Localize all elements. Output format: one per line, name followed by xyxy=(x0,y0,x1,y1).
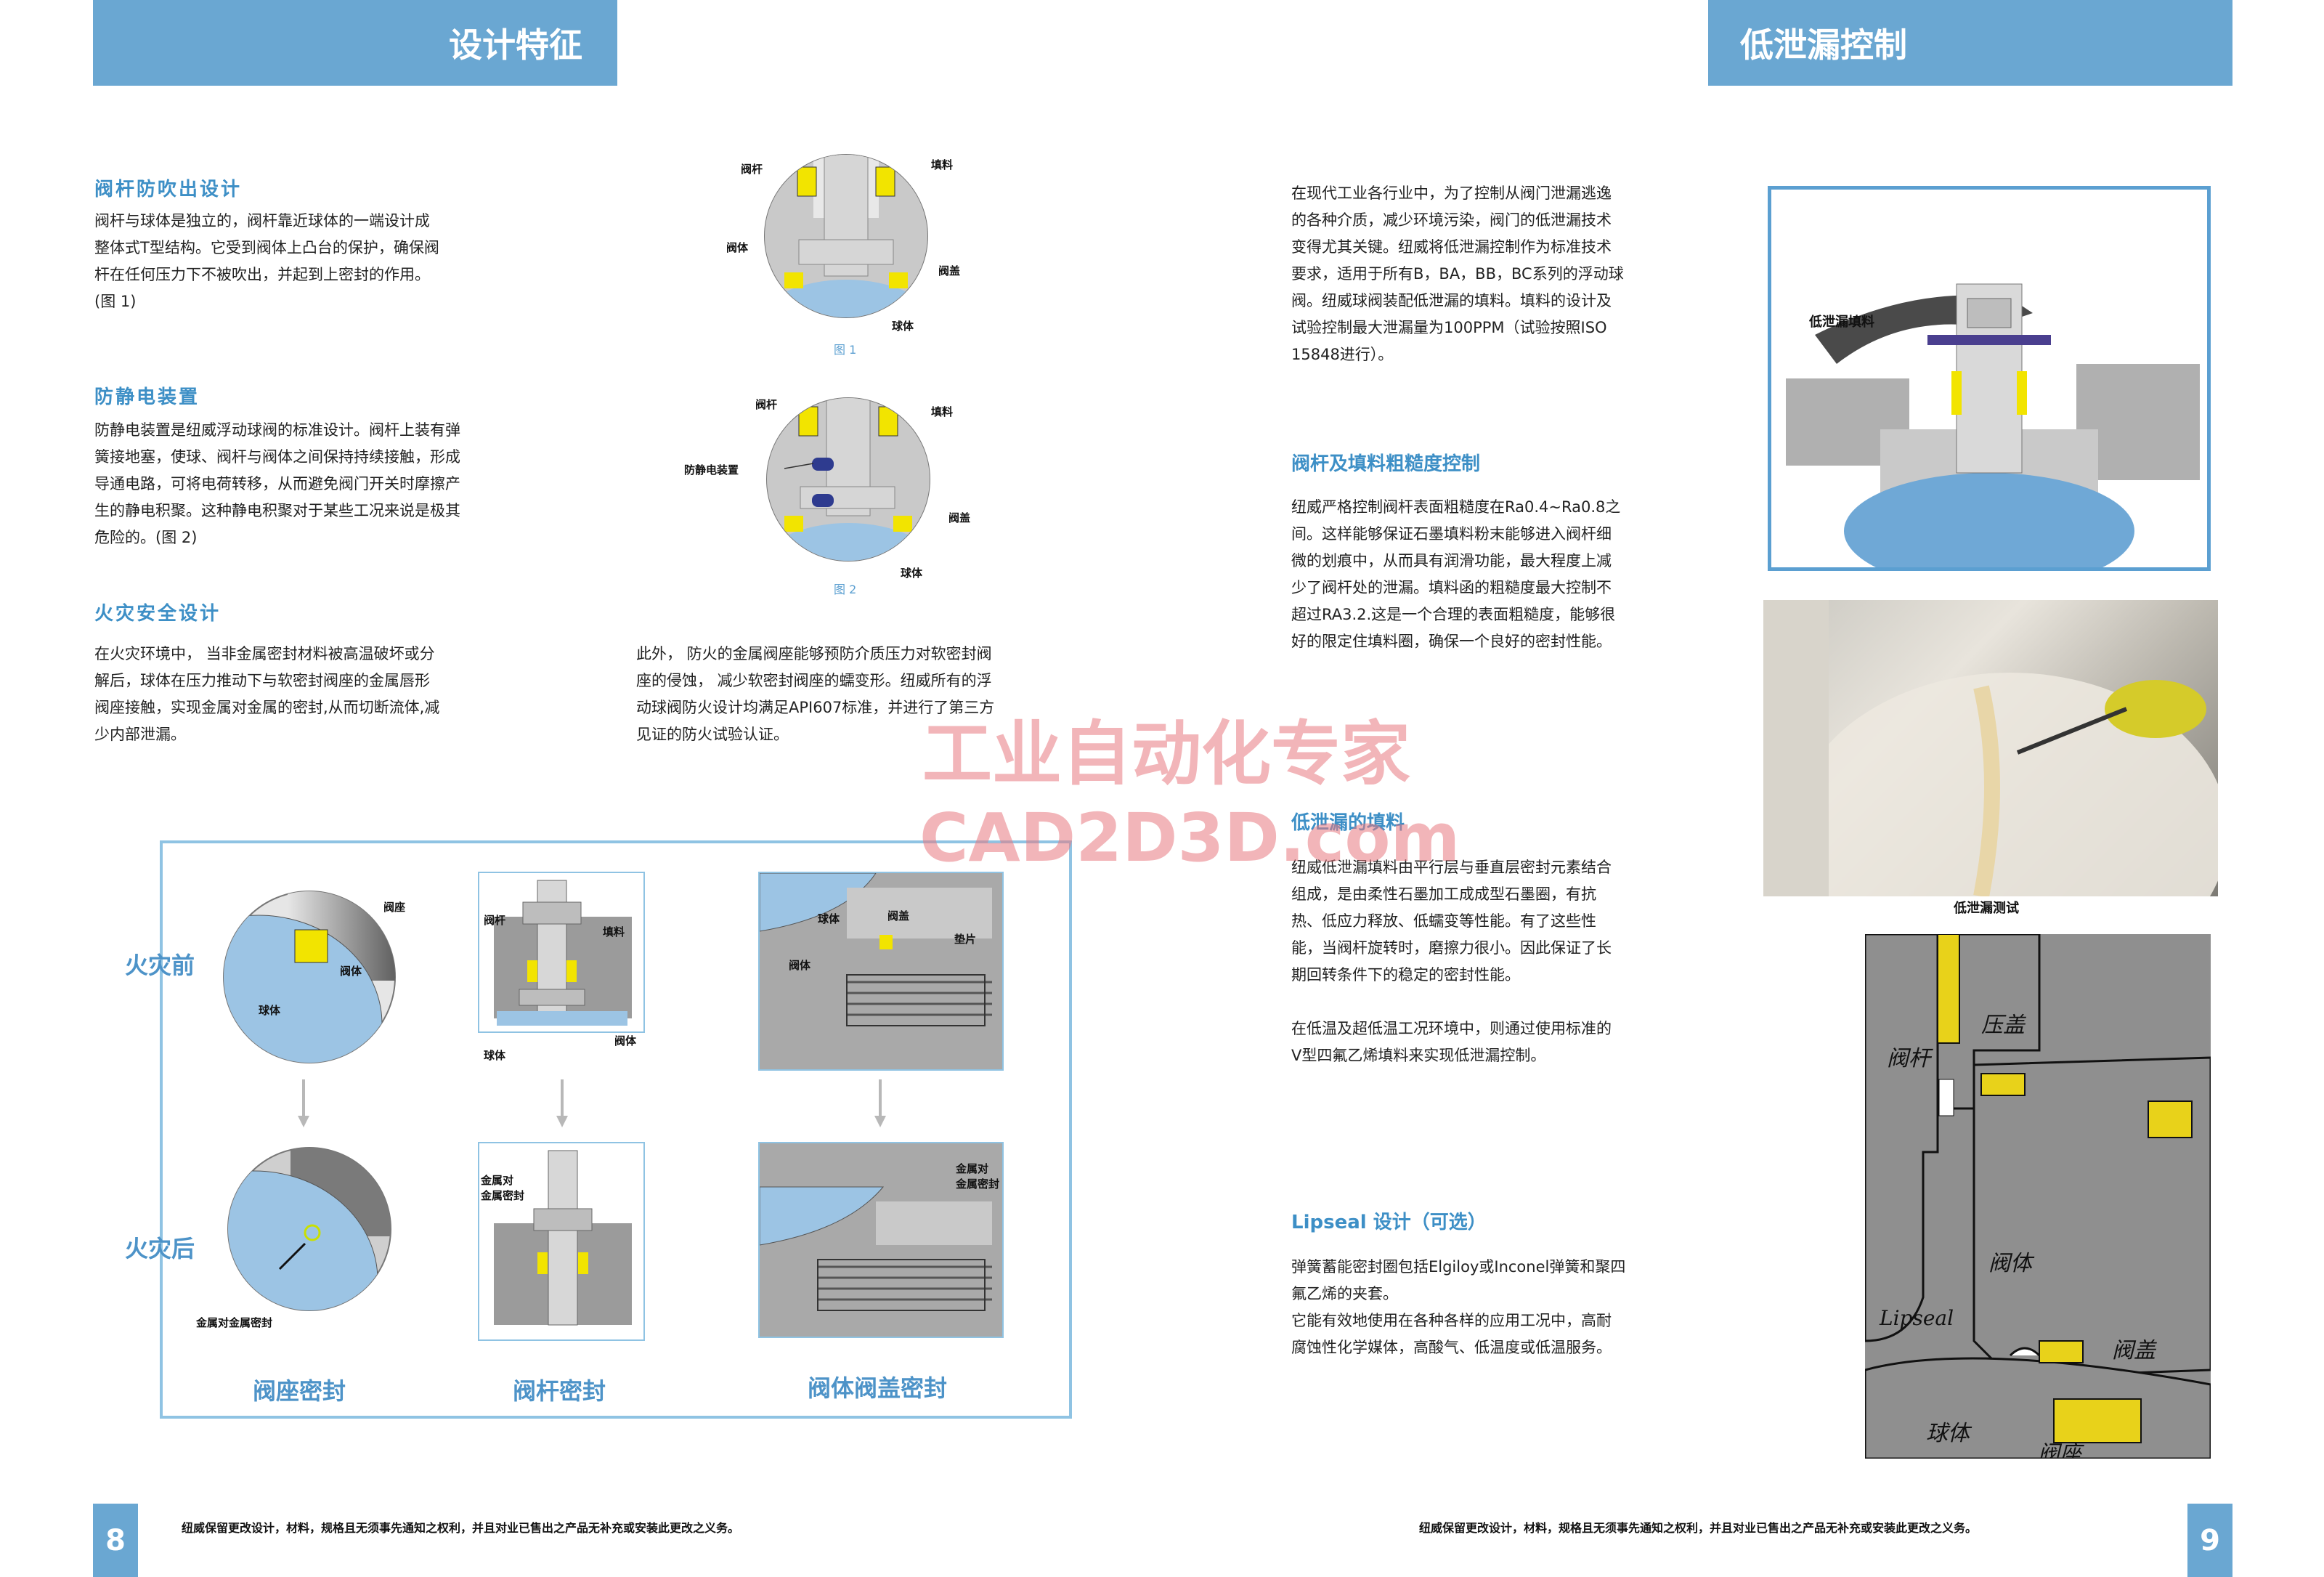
left-banner: 设计特征 xyxy=(93,0,617,86)
row-label-after-fire: 火灾后 xyxy=(125,1235,195,1262)
fig1-label-stem: 阀杆 xyxy=(741,163,763,176)
watermark-line1: 工业自动化专家 xyxy=(922,713,1410,795)
fig1-caption: 图 1 xyxy=(834,343,857,357)
stem-seal-after: 金属对 金属密封 xyxy=(478,1142,645,1341)
fig2-label-antistatic: 防静电装置 xyxy=(684,463,739,477)
seat-before-drawing xyxy=(223,891,396,1063)
fig2-label-packing: 填料 xyxy=(931,405,954,418)
seat-before-label-seat: 阀座 xyxy=(383,901,406,914)
fig2-label-bonnet: 阀盖 xyxy=(948,511,971,524)
section-body-antistatic: 防静电装置是纽威浮动球阀的标准设计。阀杆上装有弹 簧接地塞，使球、阀杆与阀体之间… xyxy=(94,421,460,546)
stem-before-label-body: 阀体 xyxy=(614,1034,637,1047)
lipseal-cross-section: 压盖 阀杆 阀体 Lipseal 阀盖 球体 阀座 xyxy=(1865,934,2211,1459)
left-banner-title: 设计特征 xyxy=(449,25,582,65)
body-bonnet-seal-after: 金属对 金属密封 xyxy=(758,1142,1004,1338)
figure-1-drawing xyxy=(764,154,928,318)
seat-before-label-ball: 球体 xyxy=(259,1004,281,1017)
fig2-label-ball: 球体 xyxy=(901,567,923,580)
fig1-label-packing: 填料 xyxy=(931,158,954,171)
body-before-label-body: 阀体 xyxy=(789,959,811,972)
lipseal-label-gland: 压盖 xyxy=(1981,1013,2025,1038)
lipseal-label-seat: 阀座 xyxy=(2038,1441,2081,1459)
arrow-down-body xyxy=(873,1079,886,1130)
body-before-drawing xyxy=(759,872,1002,1069)
body-bonnet-seal-before: 球体 阀盖 垫片 阀体 xyxy=(758,872,1004,1071)
watermark-line2: CAD2D3D.com xyxy=(919,799,1460,877)
fig1-label-ball: 球体 xyxy=(892,320,914,333)
low-leak-test-photo xyxy=(1763,600,2218,896)
section-title-roughness: 阀杆及填料粗糙度控制 xyxy=(1291,453,1481,475)
figure-2-drawing xyxy=(766,397,930,562)
footer-right: 纽威保留更改设计，材料，规格且无须事先通知之权利，并且对业已售出之产品无补充或安… xyxy=(1419,1521,1978,1535)
section-body-lipseal: 弹簧蓄能密封圈包括Elgiloy或Inconel弹簧和聚四 氟乙烯的夹套。 它能… xyxy=(1291,1258,1626,1356)
lipseal-label-bonnet: 阀盖 xyxy=(2112,1338,2156,1363)
section-body-low-leak-packing: 纽威低泄漏填料由平行层与垂直层密封元素结合 组成，是由柔性石墨加工成成型石墨圈，… xyxy=(1291,859,1612,1064)
seat-after-label-metal: 金属对金属密封 xyxy=(196,1316,273,1329)
section-title-lipseal: Lipseal 设计（可选） xyxy=(1291,1212,1487,1233)
stem-after-label-metal: 金属对 金属密封 xyxy=(481,1174,525,1202)
body-before-label-ball: 球体 xyxy=(818,912,840,925)
seat-seal-after: 金属对金属密封 xyxy=(196,1142,414,1338)
section-title-low-leak-packing: 低泄漏的填料 xyxy=(1291,812,1405,834)
column-label-stem-seal: 阀杆密封 xyxy=(513,1377,606,1405)
body-before-label-gasket: 垫片 xyxy=(954,933,977,946)
page-number-left: 8 xyxy=(93,1504,138,1577)
lipseal-label-lipseal: Lipseal xyxy=(1880,1306,1954,1330)
stem-after-drawing xyxy=(494,1150,632,1326)
stem-before-label-ball: 球体 xyxy=(484,1049,506,1062)
seat-seal-before: 阀座 阀体 球体 xyxy=(215,886,418,1068)
right-banner-title: 低泄漏控制 xyxy=(1740,25,1907,65)
section-title-fire-safe: 火灾安全设计 xyxy=(94,603,222,625)
fig1-label-body: 阀体 xyxy=(726,241,749,254)
photo-caption-low-leak-test: 低泄漏测试 xyxy=(1954,901,2019,916)
leak-test-photo-drawing xyxy=(1763,600,2218,896)
lipseal-drawing xyxy=(1865,934,2211,1459)
right-intro: 在现代工业各行业中，为了控制从阀门泄漏逃逸 的各种介质，减少环境污染，阀门的低泄… xyxy=(1291,185,1624,363)
section-title-antistatic: 防静电装置 xyxy=(94,386,200,408)
section-body-fire-safe-cont: 此外， 防火的金属阀座能够预防介质压力对软密封阀 座的侵蚀， 减少软密封阀座的蠕… xyxy=(636,645,995,743)
valve-label-low-leak-packing: 低泄漏填料 xyxy=(1809,315,1874,330)
page-number-right: 9 xyxy=(2187,1504,2232,1577)
seat-before-label-body: 阀体 xyxy=(340,965,362,978)
row-label-before-fire: 火灾前 xyxy=(125,952,195,979)
lipseal-label-ball: 球体 xyxy=(1926,1421,1970,1446)
fig1-label-bonnet: 阀盖 xyxy=(938,264,961,277)
section-body-stem-blowout: 阀杆与球体是独立的，阀杆靠近球体的一端设计成 整体式T型结构。它受到阀体上凸台的… xyxy=(94,212,439,310)
footer-left: 纽威保留更改设计，材料，规格且无须事先通知之权利，并且对业已售出之产品无补充或安… xyxy=(182,1521,740,1535)
stem-before-label-packing: 填料 xyxy=(603,925,625,939)
stem-before-drawing xyxy=(494,880,632,1026)
fig2-label-stem: 阀杆 xyxy=(755,398,778,411)
low-leak-valve-illustration: 低泄漏填料 xyxy=(1768,186,2211,589)
body-after-label-metal: 金属对 金属密封 xyxy=(956,1162,1000,1191)
section-body-fire-safe: 在火灾环境中， 当非金属密封材料被高温破坏或分 解后，球体在压力推动下与软密封阀… xyxy=(94,645,440,743)
lipseal-label-body: 阀体 xyxy=(1988,1251,2032,1276)
body-before-label-bonnet: 阀盖 xyxy=(887,909,910,923)
figure-1-stem-blowout: 阀杆 填料 阀体 阀盖 球体 图 1 xyxy=(712,145,973,363)
figure-2-antistatic: 阀杆 填料 防静电装置 阀盖 球体 图 2 xyxy=(675,385,980,603)
valve-cutaway-drawing xyxy=(1771,190,2207,589)
body-after-drawing xyxy=(759,1143,1002,1337)
stem-before-label-stem: 阀杆 xyxy=(484,914,506,927)
lipseal-label-stem: 阀杆 xyxy=(1887,1046,1930,1071)
column-label-body-bonnet-seal: 阀体阀盖密封 xyxy=(808,1374,948,1402)
stem-seal-before: 阀杆 填料 球体 阀体 xyxy=(478,872,645,1062)
fig2-caption: 图 2 xyxy=(834,583,857,596)
column-label-seat-seal: 阀座密封 xyxy=(253,1377,346,1405)
seat-after-drawing xyxy=(227,1147,391,1311)
arrow-down-stem xyxy=(555,1079,568,1130)
section-title-stem-blowout: 阀杆防吹出设计 xyxy=(94,179,243,200)
fire-safe-diagram-frame xyxy=(160,840,1072,1419)
arrow-down-seat xyxy=(296,1079,309,1130)
right-banner: 低泄漏控制 xyxy=(1708,0,2232,86)
section-body-roughness: 纽威严格控制阀杆表面粗糙度在Ra0.4~Ra0.8之 间。这样能够保证石墨填料粉… xyxy=(1291,498,1621,650)
